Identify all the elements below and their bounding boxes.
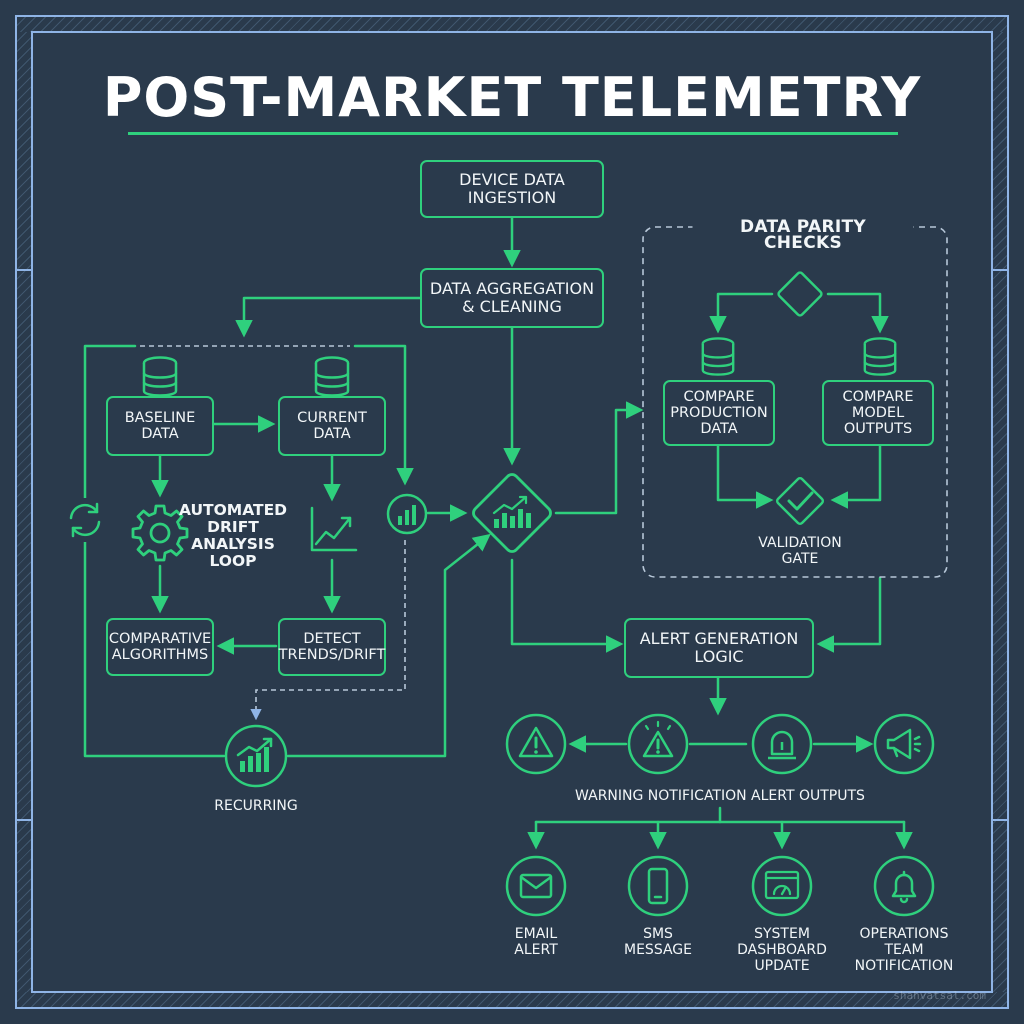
frame-hatch-right <box>992 32 1008 992</box>
database-icon <box>142 356 178 397</box>
frame-hatch-bottom <box>16 992 1008 1008</box>
bar-chart-icon <box>386 493 428 535</box>
channel-sms-label: SMS MESSAGE <box>624 926 692 958</box>
node-comparative-algorithms: COMPARATIVE ALGORITHMS <box>106 618 214 676</box>
alert-icon <box>627 713 689 775</box>
decision-diamond-icon <box>777 271 823 317</box>
page-title: POST-MARKET TELEMETRY <box>102 66 922 129</box>
node-baseline-data: BASELINE DATA <box>106 396 214 456</box>
recurring-label: RECURRING <box>214 798 298 814</box>
node-alert-generation: ALERT GENERATION LOGIC <box>624 618 814 678</box>
frame-hatch-top <box>16 16 1008 32</box>
envelope-icon <box>505 855 567 917</box>
analytics-hub-icon <box>472 473 552 553</box>
warning-outputs-label: WARNING NOTIFICATION ALERT OUTPUTS <box>575 788 865 804</box>
siren-icon <box>751 713 813 775</box>
database-icon <box>314 356 350 397</box>
channel-dashboard-label: SYSTEM DASHBOARD UPDATE <box>737 926 827 974</box>
node-current-data: CURRENT DATA <box>278 396 386 456</box>
channel-operations-label: OPERATIONS TEAM NOTIFICATION <box>854 926 954 974</box>
warning-icon <box>505 713 567 775</box>
refresh-icon <box>63 498 107 542</box>
node-compare-model: COMPARE MODEL OUTPUTS <box>822 380 934 446</box>
database-icon <box>863 337 897 376</box>
drift-loop-label: AUTOMATED DRIFT ANALYSIS LOOP <box>178 501 288 570</box>
bell-icon <box>873 855 935 917</box>
phone-icon <box>627 855 689 917</box>
frame-hatch-left <box>16 32 32 992</box>
gear-icon <box>131 504 189 562</box>
node-detect-trends: DETECT TRENDS/DRIFT <box>278 618 386 676</box>
line-chart-icon <box>310 506 358 552</box>
validation-gate-label: VALIDATION GATE <box>758 535 842 567</box>
channel-email-label: EMAIL ALERT <box>514 926 558 958</box>
node-data-aggregation: DATA AGGREGATION & CLEANING <box>420 268 604 328</box>
node-device-ingestion: DEVICE DATA INGESTION <box>420 160 604 218</box>
recurring-chart-icon <box>224 724 288 788</box>
watermark: shahvatsal.com <box>893 989 986 1002</box>
dashboard-icon <box>751 855 813 917</box>
database-icon <box>701 337 735 376</box>
parity-checks-label: DATA PARITY CHECKS <box>692 219 914 252</box>
title-underline <box>128 132 898 135</box>
megaphone-icon <box>873 713 935 775</box>
validation-check-icon <box>775 476 825 526</box>
node-compare-production: COMPARE PRODUCTION DATA <box>663 380 775 446</box>
